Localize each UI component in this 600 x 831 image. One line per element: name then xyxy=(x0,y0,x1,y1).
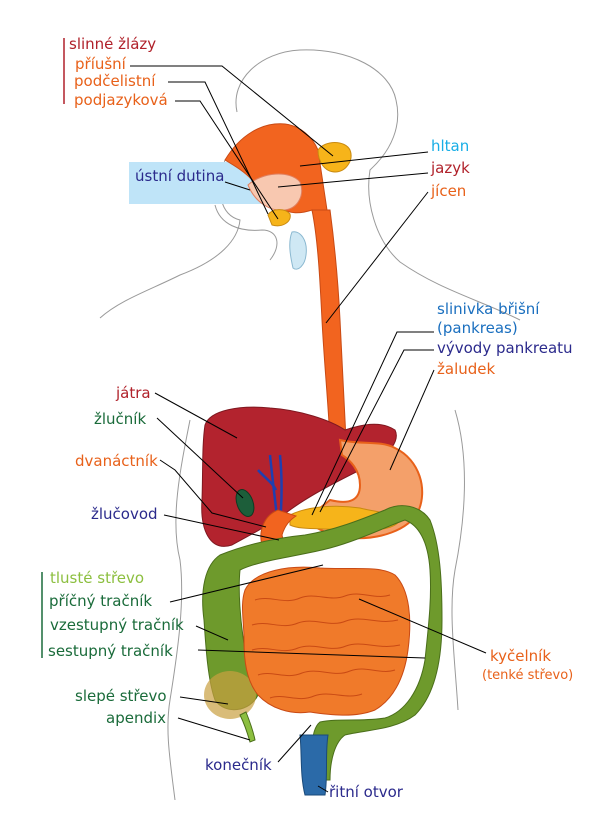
label-parotid: příušní xyxy=(75,55,127,73)
label-appendix: apendix xyxy=(106,709,166,727)
label-gallbladder: žlučník xyxy=(94,410,146,428)
labels: slinné žlázy příušní podčelistní podjazy… xyxy=(48,35,573,801)
tongue-shape xyxy=(247,173,303,211)
label-rectum: konečník xyxy=(205,756,272,774)
cecum-shape xyxy=(204,671,256,719)
label-small-intestine-note: (tenké střevo) xyxy=(482,668,573,683)
label-bile-duct: žlučovod xyxy=(91,505,158,523)
label-tongue: jazyk xyxy=(430,159,470,177)
larynx-shape xyxy=(289,231,307,270)
label-anus: řitní otvor xyxy=(329,783,404,801)
label-pancreas-line1: slinivka břišní xyxy=(437,300,540,318)
appendix-shape xyxy=(239,711,256,743)
label-ileum: kyčelník xyxy=(490,647,551,665)
label-stomach: žaludek xyxy=(437,360,495,378)
label-submandibular: podčelistní xyxy=(74,72,156,90)
label-duodenum: dvanáctník xyxy=(75,452,158,470)
label-descending-colon: sestupný tračník xyxy=(48,642,173,660)
label-large-intestine: tlusté střevo xyxy=(50,569,144,587)
small-intestine-folds xyxy=(251,593,401,700)
label-sublingual: podjazyková xyxy=(74,91,168,109)
leader-lines xyxy=(130,65,487,793)
label-pharynx: hltan xyxy=(431,137,469,155)
label-liver: játra xyxy=(115,384,151,402)
label-esophagus: jícen xyxy=(430,182,466,200)
label-ascending-colon: vzestupný tračník xyxy=(50,616,184,634)
submandibular-gland xyxy=(267,209,291,227)
label-pancreas-line2: (pankreas) xyxy=(437,319,518,337)
rectum-shape xyxy=(299,734,329,796)
label-oral-cavity: ústní dutina xyxy=(135,167,224,185)
esophagus-shape xyxy=(311,209,347,441)
label-salivary-glands: slinné žlázy xyxy=(69,35,156,53)
parotid-gland xyxy=(317,142,352,173)
label-cecum: slepé střevo xyxy=(75,687,167,705)
label-transverse-colon: příčný tračník xyxy=(49,592,152,610)
small-intestine-shape xyxy=(241,566,411,716)
label-pancreatic-ducts: vývody pankreatu xyxy=(437,339,573,357)
